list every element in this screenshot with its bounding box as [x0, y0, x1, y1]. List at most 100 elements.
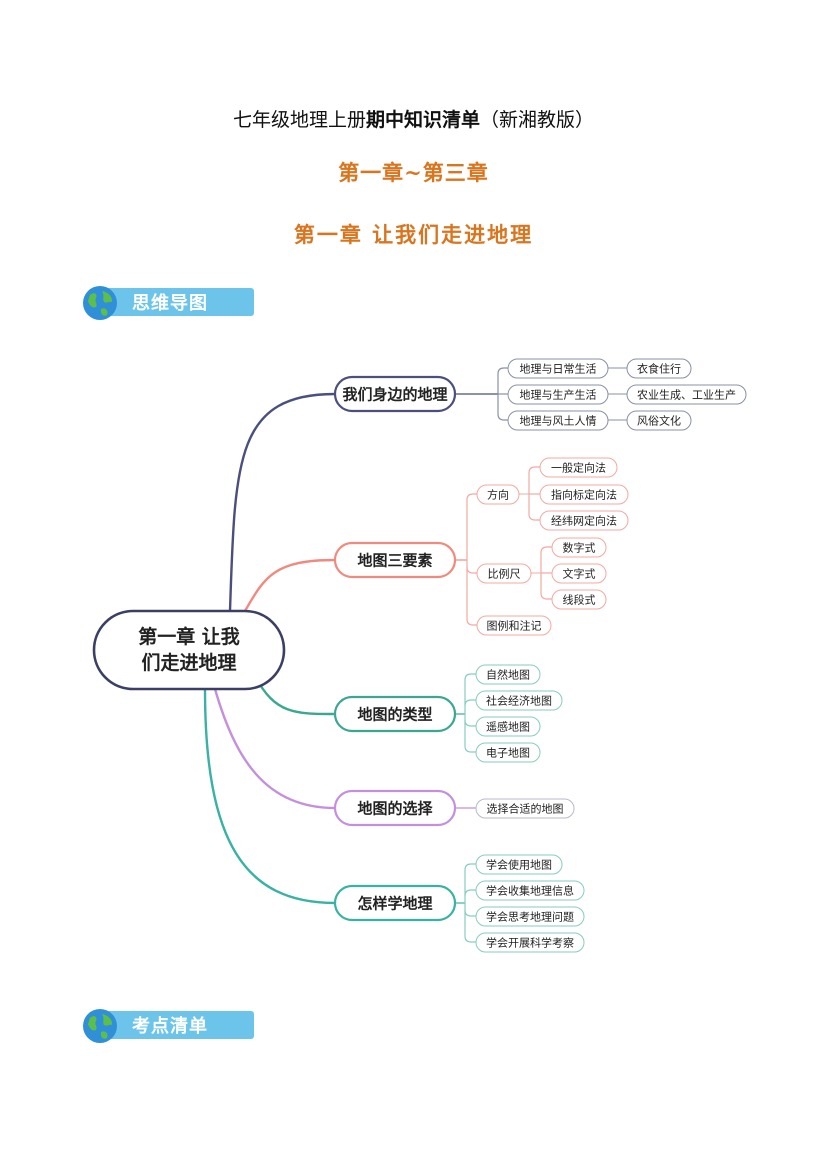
- leaf-node-box: [626, 384, 747, 405]
- sub-node-box: [476, 615, 552, 636]
- central-node-box: [92, 609, 286, 691]
- branch-connector: [213, 688, 336, 810]
- leaf-node: 经纬网定向法: [539, 510, 629, 531]
- sub-bracket-link: [464, 909, 476, 917]
- leaf-bracket-link: [540, 592, 552, 600]
- document-title: 七年级地理上册期中知识清单（新湘教版）: [0, 105, 827, 132]
- central-line1: 第一章 让我: [138, 625, 240, 648]
- sub-node-label: 学会开展科学考察: [486, 935, 574, 949]
- branch-node-label: 怎样学地理: [357, 894, 432, 912]
- sub-node-box: [475, 906, 585, 927]
- sub-bracket-link: [466, 493, 477, 501]
- sub-node: 学会使用地图: [475, 854, 563, 875]
- leaf-node-box: [551, 563, 607, 584]
- title-prefix: 七年级地理上册: [232, 109, 366, 131]
- checklist-section-banner: 考点清单: [82, 1008, 254, 1043]
- sub-node-label: 电子地图: [486, 746, 530, 759]
- sub-bracket-link: [464, 745, 476, 753]
- branch-node: 地图的类型: [333, 695, 457, 733]
- sub-node: 比例尺: [476, 563, 532, 584]
- leaf-node-box: [539, 510, 629, 531]
- sub-node-label: 遥感地图: [486, 720, 530, 733]
- title-suffix: （新湘教版）: [480, 109, 595, 131]
- sub-node-box: [475, 854, 563, 875]
- sub-bracket-link: [497, 413, 508, 421]
- sub-node: 遥感地图: [475, 716, 541, 737]
- sub-node-box: [475, 798, 575, 819]
- leaf-node: 文字式: [551, 563, 607, 584]
- sub-node-box: [475, 932, 585, 953]
- leaf-node-label: 经纬网定向法: [551, 513, 617, 527]
- branch-connector: [228, 392, 336, 612]
- sub-node-box: [475, 716, 541, 737]
- sub-bracket-link: [497, 367, 508, 375]
- chapter-heading: 第一章 让我们走进地理: [293, 222, 534, 247]
- sub-node: 电子地图: [475, 742, 541, 763]
- branch-node: 地图的选择: [333, 789, 457, 827]
- globe-icon: [83, 1009, 117, 1043]
- branch-node: 地图三要素: [333, 541, 457, 579]
- mindmap-section-banner: 思维导图: [82, 285, 254, 320]
- leaf-node-box: [539, 457, 618, 478]
- branch-node: 怎样学地理: [333, 884, 457, 922]
- sub-node: 地理与日常生活: [507, 358, 609, 379]
- sub-bracket-link: [466, 566, 477, 574]
- sub-node: 图例和注记: [476, 615, 552, 636]
- sub-node-label: 选择合适的地图: [487, 801, 564, 815]
- leaf-node-label: 风俗文化: [637, 413, 681, 427]
- leaf-node: 指向标定向法: [539, 484, 629, 505]
- leaf-node-box: [626, 358, 692, 379]
- sub-node-label: 学会思考地理问题: [486, 909, 574, 923]
- leaf-node-label: 农业生成、工业生产: [637, 387, 736, 401]
- leaf-node-box: [539, 484, 629, 505]
- sub-node-label: 比例尺: [488, 566, 521, 580]
- checklist-label: 考点清单: [132, 1016, 208, 1037]
- title-bold: 期中知识清单: [365, 109, 480, 131]
- sub-bracket-link: [464, 719, 476, 727]
- sub-node-label: 学会收集地理信息: [486, 883, 574, 897]
- sub-node-label: 地理与风土人情: [520, 414, 597, 427]
- banner-bar: [100, 1011, 254, 1039]
- branch-node-label: 地图的选择: [357, 799, 433, 817]
- central-line2: 们走进地理: [141, 651, 236, 674]
- leaf-node: 一般定向法: [539, 457, 618, 478]
- sub-node-label: 社会经济地图: [486, 693, 552, 707]
- leaf-node: 数字式: [551, 537, 607, 558]
- leaf-node-box: [551, 537, 607, 558]
- branch-connector: [243, 558, 336, 612]
- sub-node: 学会开展科学考察: [475, 932, 585, 953]
- sub-node-label: 自然地图: [486, 667, 530, 681]
- banner-bar: [100, 288, 254, 316]
- sub-node-label: 学会使用地图: [486, 857, 552, 871]
- chapter-range: 第一章~第三章: [338, 160, 489, 185]
- sub-node: 选择合适的地图: [475, 798, 575, 819]
- sub-node: 自然地图: [475, 664, 541, 685]
- sub-node-label: 方向: [487, 487, 509, 501]
- sub-node-box: [475, 690, 563, 711]
- sub-bracket-link: [466, 618, 477, 626]
- globe-icon: [83, 286, 117, 320]
- sub-node-box: [475, 742, 541, 763]
- leaf-node-label: 线段式: [563, 592, 596, 606]
- branch-node: 我们身边的地理: [333, 375, 457, 413]
- leaf-bracket-link: [528, 513, 540, 521]
- central-node: 第一章 让我们走进地理: [92, 609, 286, 691]
- sub-node: 地理与生产生活: [507, 384, 609, 405]
- leaf-bracket-link: [540, 546, 552, 554]
- leaf-node-box: [551, 589, 607, 610]
- sub-node-label: 地理与日常生活: [520, 361, 597, 375]
- sub-bracket-link: [464, 863, 476, 871]
- sub-bracket-link: [464, 699, 476, 707]
- sub-node: 学会收集地理信息: [475, 880, 585, 901]
- leaf-node-box: [626, 410, 692, 431]
- branch-connector: [203, 688, 336, 905]
- sub-bracket-link: [464, 935, 476, 943]
- sub-node: 方向: [476, 484, 520, 505]
- sub-node-label: 地理与生产生活: [520, 387, 597, 401]
- leaf-node-label: 一般定向法: [551, 460, 606, 474]
- sub-node-label: 图例和注记: [487, 618, 542, 632]
- leaf-node-label: 数字式: [563, 540, 596, 554]
- sub-node-box: [475, 664, 541, 685]
- sub-bracket-link: [464, 889, 476, 897]
